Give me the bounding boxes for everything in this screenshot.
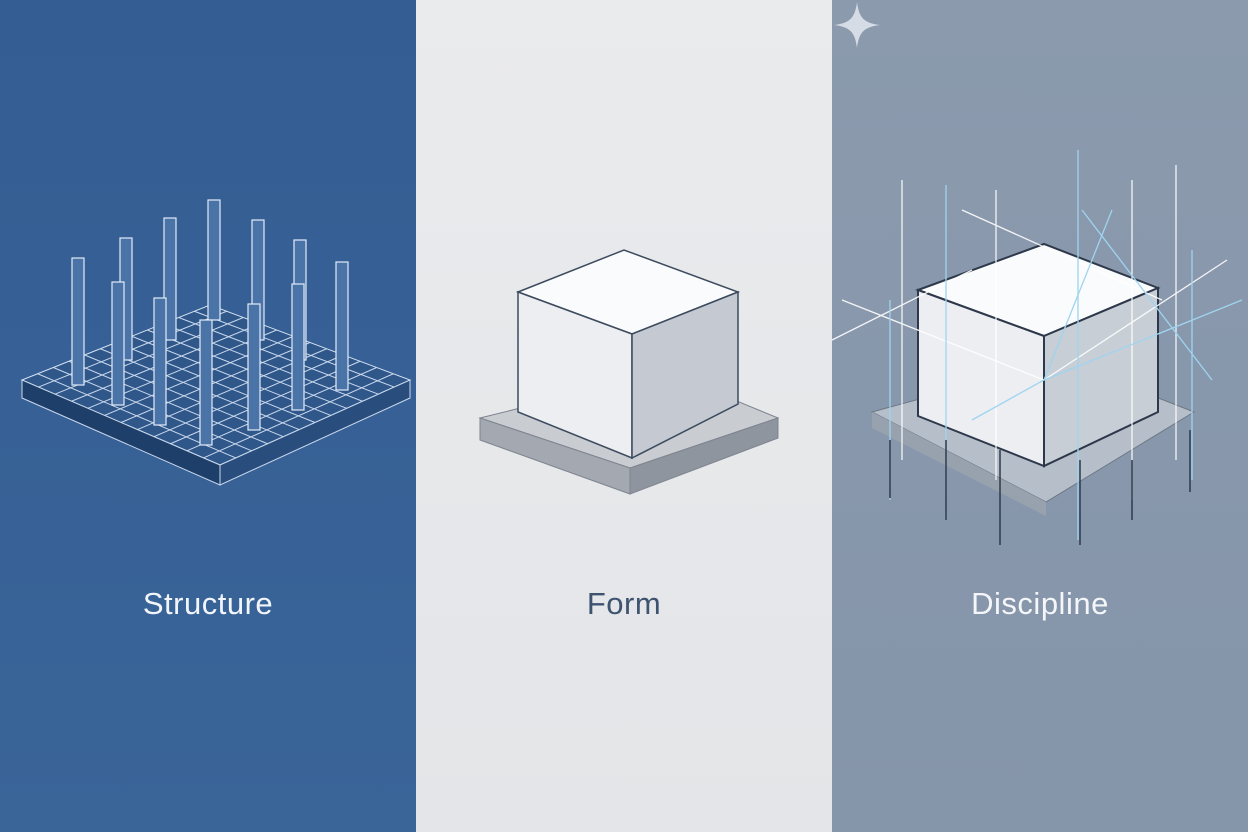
- column: [163, 217, 177, 341]
- sparkle-icon: [834, 2, 880, 48]
- panel-label-structure: Structure: [142, 586, 274, 621]
- column: [247, 303, 261, 431]
- column: [199, 319, 213, 446]
- grid-line: [203, 373, 394, 459]
- cube-force-lines-illustration: [832, 150, 1243, 545]
- column: [111, 281, 125, 406]
- form-panel: Form: [416, 0, 832, 832]
- panel-label-form: Form: [586, 586, 662, 621]
- column: [291, 283, 305, 411]
- cube-illustration: [478, 249, 780, 495]
- column: [153, 297, 167, 426]
- column: [207, 199, 221, 321]
- structure-panel: Structure: [0, 0, 416, 832]
- column: [71, 257, 85, 386]
- grid-columns-illustration: [20, 199, 412, 486]
- column: [335, 261, 349, 391]
- panel-label-discipline: Discipline: [971, 586, 1109, 621]
- discipline-panel: Discipline: [832, 0, 1248, 832]
